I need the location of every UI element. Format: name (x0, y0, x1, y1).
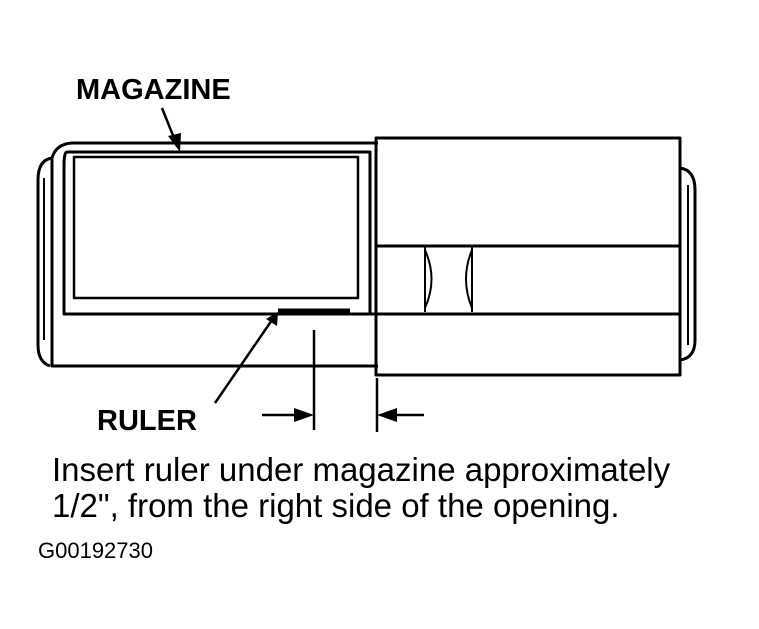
left-end-cap (36, 156, 53, 368)
right-end-cap (679, 166, 697, 362)
dimension-arrowhead-left (294, 408, 314, 422)
left-body (50, 141, 378, 368)
dimension-arrowhead-right (377, 408, 397, 422)
magazine-label: MAGAZINE (76, 74, 231, 106)
lens-left (424, 247, 433, 312)
lens-right (465, 247, 473, 312)
figure-id: G00192730 (38, 538, 153, 563)
magazine (72, 155, 360, 300)
instruction-caption: Insert ruler under magazine approximatel… (52, 452, 752, 524)
ruler-label: RULER (97, 405, 197, 437)
right-body (374, 136, 682, 377)
magazine-opening (62, 150, 372, 316)
caption-line-2: 1/2", from the right side of the opening… (52, 487, 620, 524)
caption-line-1: Insert ruler under magazine approximatel… (52, 451, 671, 488)
